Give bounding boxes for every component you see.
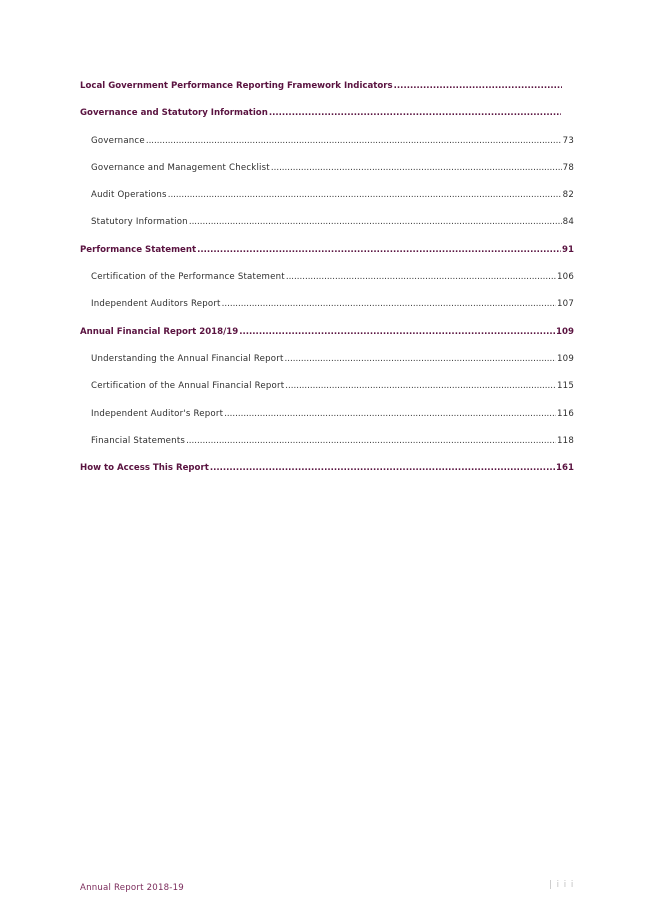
- footer-report-title: Annual Report 2018-19: [80, 883, 184, 893]
- toc-entry-title: Performance Statement: [80, 244, 197, 255]
- toc-entry-title: Independent Auditor's Report: [91, 408, 224, 419]
- toc-entry-page: 73: [562, 135, 574, 146]
- toc-entry[interactable]: Annual Financial Report 2018/19 109: [80, 326, 574, 353]
- toc-leader-dots: [239, 326, 555, 338]
- toc-entry[interactable]: Governance 73: [80, 135, 574, 162]
- toc-leader-dots: [224, 408, 556, 420]
- toc-entry-page: 106: [556, 272, 574, 283]
- toc-entry-page: 84: [562, 217, 574, 228]
- toc-entry[interactable]: Statutory Information 84: [80, 216, 574, 243]
- toc-entry-title: Understanding the Annual Financial Repor…: [91, 353, 284, 364]
- footer-page-number: | i i i: [549, 880, 575, 890]
- toc-entry[interactable]: Governance and Statutory Information: [80, 107, 574, 134]
- toc-entry-page: 107: [556, 299, 574, 310]
- toc-entry[interactable]: Independent Auditor's Report 116: [80, 408, 574, 435]
- toc-entry[interactable]: Understanding the Annual Financial Repor…: [80, 353, 574, 380]
- toc-entry-page: 109: [556, 353, 574, 364]
- toc-entry-title: Financial Statements: [91, 435, 186, 446]
- toc-entry-title: Audit Operations: [91, 190, 167, 201]
- toc-leader-dots: [271, 162, 562, 174]
- toc-entry[interactable]: Independent Auditors Report 107: [80, 298, 574, 325]
- toc-entry-title: Independent Auditors Report: [91, 299, 221, 310]
- toc-leader-dots: [189, 216, 562, 228]
- toc-entry[interactable]: How to Access This Report 161: [80, 462, 574, 489]
- toc-entry-title: Governance: [91, 135, 145, 146]
- toc-entry-title: Annual Financial Report 2018/19: [80, 326, 239, 337]
- toc-leader-dots: [222, 298, 556, 310]
- toc-leader-dots: [197, 244, 561, 256]
- toc-entry-title: How to Access This Report: [80, 463, 209, 474]
- toc-entry[interactable]: Certification of the Annual Financial Re…: [80, 380, 574, 407]
- toc-entry-title: Statutory Information: [91, 217, 188, 228]
- table-of-contents: Local Government Performance Reporting F…: [80, 80, 574, 489]
- toc-leader-dots: [186, 435, 556, 447]
- toc-entry[interactable]: Local Government Performance Reporting F…: [80, 80, 574, 107]
- toc-entry-page: 109: [556, 326, 574, 337]
- toc-leader-dots: [210, 462, 555, 474]
- toc-leader-dots: [394, 80, 562, 92]
- toc-entry-title: Governance and Statutory Information: [80, 108, 268, 119]
- toc-leader-dots: [285, 353, 556, 365]
- toc-leader-dots: [269, 107, 561, 119]
- toc-entry-page: 78: [562, 162, 574, 173]
- toc-entry-page: 82: [562, 190, 574, 201]
- toc-entry[interactable]: Governance and Management Checklist 78: [80, 162, 574, 189]
- toc-leader-dots: [168, 189, 562, 201]
- toc-entry-title: Local Government Performance Reporting F…: [80, 81, 393, 91]
- toc-entry[interactable]: Certification of the Performance Stateme…: [80, 271, 574, 298]
- toc-leader-dots: [285, 380, 556, 392]
- toc-entry-page: 91: [562, 244, 574, 255]
- toc-entry[interactable]: Performance Statement 91: [80, 244, 574, 271]
- toc-entry[interactable]: Financial Statements 118: [80, 435, 574, 462]
- toc-entry-page: 116: [556, 408, 574, 419]
- toc-entry-page: 118: [556, 435, 574, 446]
- toc-entry[interactable]: Audit Operations 82: [80, 189, 574, 216]
- toc-entry-title: Certification of the Annual Financial Re…: [91, 381, 285, 392]
- toc-entry-title: Certification of the Performance Stateme…: [91, 272, 285, 283]
- toc-entry-page: 161: [556, 463, 574, 474]
- toc-leader-dots: [286, 271, 556, 283]
- toc-leader-dots: [146, 135, 562, 147]
- toc-entry-page: 115: [556, 381, 574, 392]
- toc-entry-title: Governance and Management Checklist: [91, 162, 270, 173]
